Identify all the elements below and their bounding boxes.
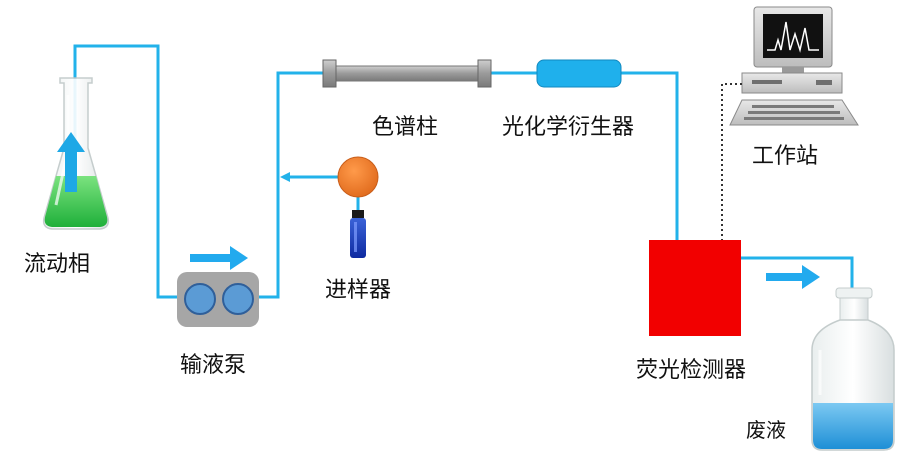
pump-head-right (222, 283, 254, 315)
pump (177, 246, 259, 327)
injector-valve-icon (337, 156, 379, 198)
detector-label: 荧光检测器 (636, 358, 746, 383)
waste-bottle (811, 287, 895, 451)
flow-right-arrow-icon (190, 246, 248, 270)
derivatizer-label: 光化学衍生器 (502, 115, 634, 140)
waste-label: 废液 (746, 418, 786, 442)
computer-icon (729, 6, 859, 126)
signal-cable (721, 83, 742, 241)
column (322, 59, 492, 88)
column-end-right (477, 59, 492, 88)
injector-label: 进样器 (325, 278, 391, 303)
pump-head-left (184, 283, 216, 315)
mobile-phase-label: 流动相 (24, 252, 90, 277)
column-label: 色谱柱 (372, 115, 438, 140)
fluorescence-detector-body (649, 240, 741, 336)
column-tube (332, 65, 482, 82)
tee-arrow-icon (280, 172, 290, 182)
flow-up-arrow-icon (57, 132, 85, 192)
workstation-label: 工作站 (752, 144, 818, 169)
workstation (729, 6, 859, 126)
derivatizer-body (536, 59, 622, 88)
injector (337, 156, 379, 258)
pump-label: 输液泵 (180, 353, 246, 378)
column-end-left (322, 59, 337, 88)
reagent-bottle-icon (811, 287, 895, 451)
flow-to-waste-arrow-icon (766, 265, 820, 289)
tubing-pump-to-column (258, 71, 324, 299)
sample-vial-icon (350, 210, 366, 258)
pump-icon (177, 272, 259, 327)
tubing-derivatizer-to-detector (620, 71, 679, 241)
mobile-phase-flask (42, 77, 110, 230)
